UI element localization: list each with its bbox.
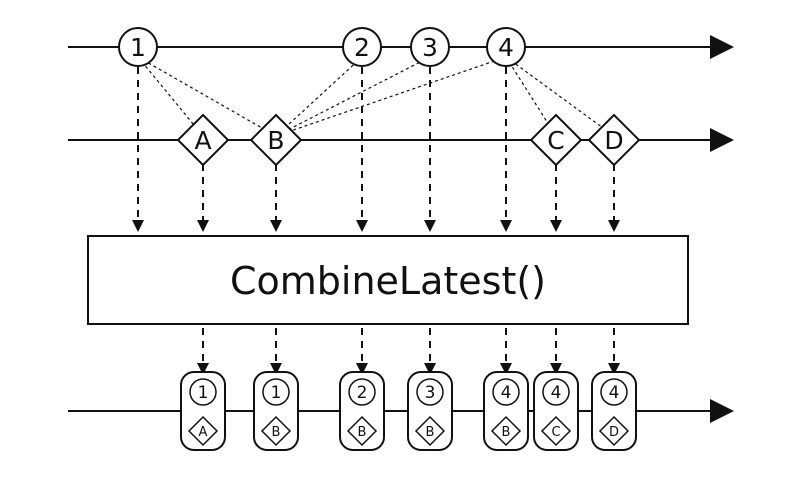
output-marble-number: 3 <box>425 383 436 403</box>
output-marble-letter: B <box>358 425 367 440</box>
operator-to-output-arrow-head <box>356 363 368 375</box>
middle-marble-B: B <box>249 113 303 167</box>
middle-marble-A: A <box>176 113 230 167</box>
output-timeline-arrowhead <box>710 399 734 423</box>
operator-to-output-arrow-head <box>550 363 562 375</box>
operator-to-output-arrow-head <box>197 363 209 375</box>
output-marble-circle <box>189 378 217 406</box>
combination-line <box>275 56 431 137</box>
output-marble-letter: C <box>551 425 560 440</box>
marble-label: C <box>547 126 564 155</box>
operator-to-output-arrow-head <box>500 363 512 375</box>
marble-circle <box>118 27 158 67</box>
output-marble-diamond <box>540 415 572 447</box>
combination-line <box>275 56 507 137</box>
marble-circle <box>342 27 382 67</box>
output-marble-number: 1 <box>271 383 282 403</box>
output-marble: 1B <box>253 371 299 451</box>
marble-label: 3 <box>422 33 438 62</box>
output-marble: 2B <box>339 371 385 451</box>
combination-line <box>275 56 363 137</box>
marble-label: D <box>604 126 623 155</box>
top-to-operator-arrow-head <box>132 220 144 232</box>
output-marble-letter: A <box>199 425 208 440</box>
output-marble-letter: D <box>609 425 619 440</box>
output-marble-circle <box>262 378 290 406</box>
marble-label: 2 <box>354 33 370 62</box>
output-marble-diamond <box>414 415 446 447</box>
top-timeline-arrowhead <box>710 35 734 59</box>
middle-marble-C: C <box>529 113 583 167</box>
operator-to-output-arrow-head <box>424 363 436 375</box>
output-marble-diamond <box>187 415 219 447</box>
middle-to-operator-arrow-head <box>197 220 209 232</box>
output-marble-diamond <box>346 415 378 447</box>
output-marble-letter: B <box>502 425 511 440</box>
output-marble-number: 4 <box>609 383 620 403</box>
output-marble-circle <box>542 378 570 406</box>
output-marble: 4C <box>533 371 579 451</box>
operator-to-output-arrow-head <box>270 363 282 375</box>
output-marble-circle <box>348 378 376 406</box>
operator-to-output-arrow-head <box>608 363 620 375</box>
output-marble-letter: B <box>272 425 281 440</box>
middle-to-operator-arrow-head <box>550 220 562 232</box>
middle-to-operator-arrow-head <box>608 220 620 232</box>
top-to-operator-arrow-head <box>500 220 512 232</box>
top-marble-2: 2 <box>342 27 382 67</box>
operator-label: CombineLatest() <box>230 259 546 303</box>
output-marble: 1A <box>180 371 226 451</box>
combination-line <box>137 56 204 137</box>
output-marble-circle <box>416 378 444 406</box>
combination-line <box>505 56 615 137</box>
output-marble: 4D <box>591 371 637 451</box>
marble-label: 1 <box>130 33 146 62</box>
output-marble-number: 4 <box>501 383 512 403</box>
marble-label: A <box>194 126 211 155</box>
marble-label: B <box>267 126 284 155</box>
output-marble-circle <box>600 378 628 406</box>
output-marble-number: 2 <box>357 383 368 403</box>
output-marble: 3B <box>407 371 453 451</box>
marble-diamond <box>249 113 303 167</box>
top-marble-3: 3 <box>410 27 450 67</box>
operator-box <box>87 235 689 325</box>
output-marble-number: 4 <box>551 383 562 403</box>
middle-timeline-arrowhead <box>710 128 734 152</box>
output-marble-number: 1 <box>198 383 209 403</box>
middle-to-operator-arrow-head <box>270 220 282 232</box>
output-marble: 4B <box>483 371 529 451</box>
output-marble-diamond <box>260 415 292 447</box>
marble-diamond <box>176 113 230 167</box>
marble-circle <box>486 27 526 67</box>
output-marble-diamond <box>598 415 630 447</box>
marble-label: 4 <box>498 33 514 62</box>
output-marble-diamond <box>490 415 522 447</box>
marble-diamond <box>529 113 583 167</box>
marble-diamond <box>587 113 641 167</box>
top-to-operator-arrow-head <box>424 220 436 232</box>
output-marble-letter: B <box>426 425 435 440</box>
combination-line <box>137 56 277 137</box>
marble-circle <box>410 27 450 67</box>
top-marble-1: 1 <box>118 27 158 67</box>
output-marble-circle <box>492 378 520 406</box>
middle-marble-D: D <box>587 113 641 167</box>
top-to-operator-arrow-head <box>356 220 368 232</box>
top-marble-4: 4 <box>486 27 526 67</box>
